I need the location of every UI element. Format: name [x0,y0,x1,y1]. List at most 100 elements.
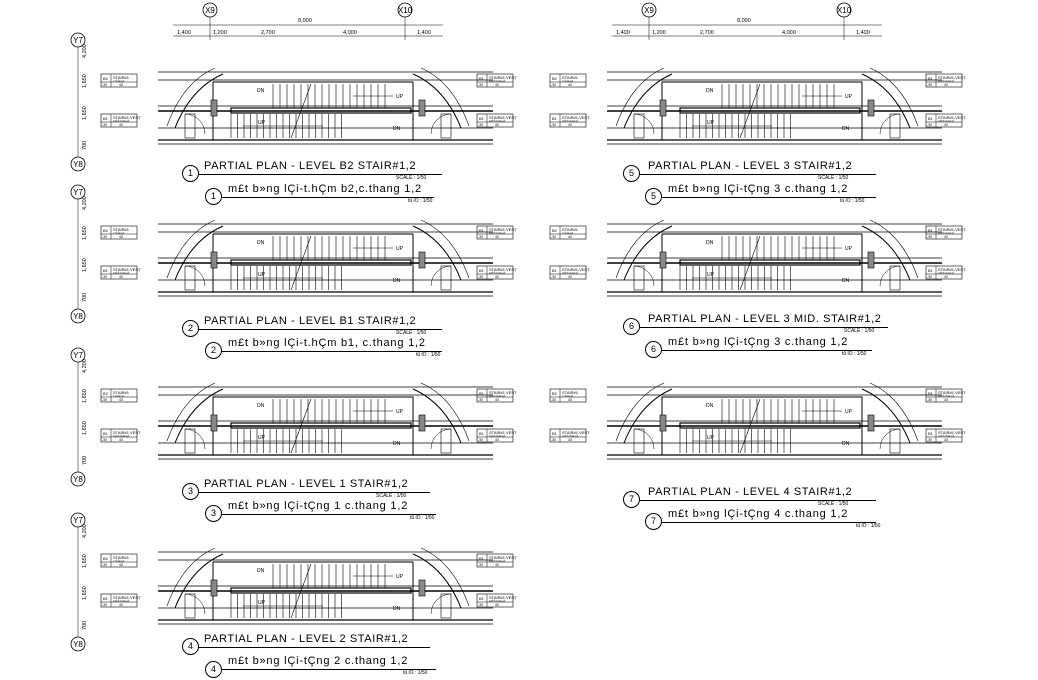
tag-name-vn: c.thang1 [562,394,574,398]
vn-title-4: m£t b»ng lÇi-tÇng 2 c.thang 1,2 [228,655,409,667]
tag-code: B1 [928,268,934,273]
curved-wall [412,225,462,281]
plan-number-4: 4 [182,638,199,655]
curved-wall [174,553,224,609]
vn-underline-1 [222,197,434,198]
left-grid-x10: X10 [397,2,413,18]
tag-value: -30 [102,563,107,567]
dn-label: DN [842,278,850,284]
dimension-vertical: 1,650 [82,421,88,435]
tag-frame [549,113,587,128]
tag-code: B1 [479,556,485,561]
curved-wall [869,382,919,442]
dn-label: DN [706,403,714,409]
dimension-overall: 8,000 [737,18,751,24]
tag-code: B1 [552,268,558,273]
tag-name-vn: c.thang1 [562,79,574,83]
tag-value: -30 [551,235,556,239]
curved-wall [420,547,470,607]
tag-name-vn: s/thh thang1 [489,599,506,603]
right-grid-x10: X10 [836,2,852,18]
tag-name: STAIR#1 VEST. [938,390,966,395]
curved-wall [166,382,216,442]
tag-name-vn: s/thh thang1 [938,271,955,275]
tag-name: STAIR#1 VEST. [489,555,517,560]
tag-value: 40 [944,275,948,279]
landing-rail [679,422,861,429]
tag-name: STAIR#1 [562,227,579,232]
tag-name: STAIR#1 VEST. [113,595,141,600]
tag-value: -30 [478,603,483,607]
plan-title-1: PARTIAL PLAN - LEVEL B2 STAIR#1,2 [204,160,417,172]
vn-underline-6 [662,350,872,351]
dn-label: DN [257,568,265,574]
plan-number-5: 5 [623,165,640,182]
plan-title-3: PARTIAL PLAN - LEVEL 1 STAIR#1,2 [204,478,409,490]
row-bubble-y8-1: Y8 [70,156,86,172]
curved-wall [623,225,673,281]
door-frame [889,113,901,139]
tag-value: 40 [495,603,499,607]
tag-frame [925,113,963,128]
row-bubble-y8-2: Y8 [70,308,86,324]
column [659,99,667,117]
tag-value: 40 [568,83,572,87]
tag-value: 40 [568,235,572,239]
tag-name-vn: c.thang1 [562,231,574,235]
door-swing [879,428,901,450]
tag-name: STAIR#1 VEST. [113,267,141,272]
tag-value: -30 [927,123,932,127]
tag-frame [925,388,963,403]
tag-frame [476,113,514,128]
vn-underline-3 [222,514,436,515]
tag-value: 40 [119,123,123,127]
tag-frame [100,225,138,240]
tag-name-vn: s/thh thang1 [489,119,506,123]
column [210,579,218,597]
plan-number-2: 2 [182,320,199,337]
curved-wall [174,388,224,444]
door-frame [889,265,901,291]
curved-wall [166,219,216,279]
tag-value: 40 [944,235,948,239]
door-frame [440,113,452,139]
title-underline-4 [198,647,430,648]
dimension-segment: 4,000 [782,30,796,36]
door-swing [430,428,452,450]
landing-rail [679,259,861,266]
tag-frame [925,265,963,280]
tag-name-vn: s/thh thang1 [562,434,579,438]
tag-name-vn: s/thh thang1 [938,79,955,83]
tag-name-vn: s/thh thang1 [113,434,130,438]
door-swing [879,265,901,287]
dimension-vertical: 700 [82,621,88,630]
door-frame [889,428,901,454]
vn-number-6: 6 [645,341,662,358]
vn-underline-7 [662,522,876,523]
tag-value: -30 [102,275,107,279]
dn-label: DN [257,88,265,94]
tag-frame [100,265,138,280]
tag-value: -30 [551,438,556,442]
tag-name: STAIR#1 [562,75,579,80]
up-label: UP [258,272,266,278]
vn-scale-3: tû lÖ : 1/50 [410,515,435,521]
dn-label: DN [393,278,401,284]
grid-bubble-label: Y7 [73,188,83,197]
tag-value: -30 [478,563,483,567]
door-frame [440,593,452,619]
tag-code: B2 [103,391,109,396]
tag-value: -30 [927,438,932,442]
tag-name-vn: c.thang1 [113,231,125,235]
tag-name: STAIR#1 VEST. [938,115,966,120]
column [867,414,875,432]
